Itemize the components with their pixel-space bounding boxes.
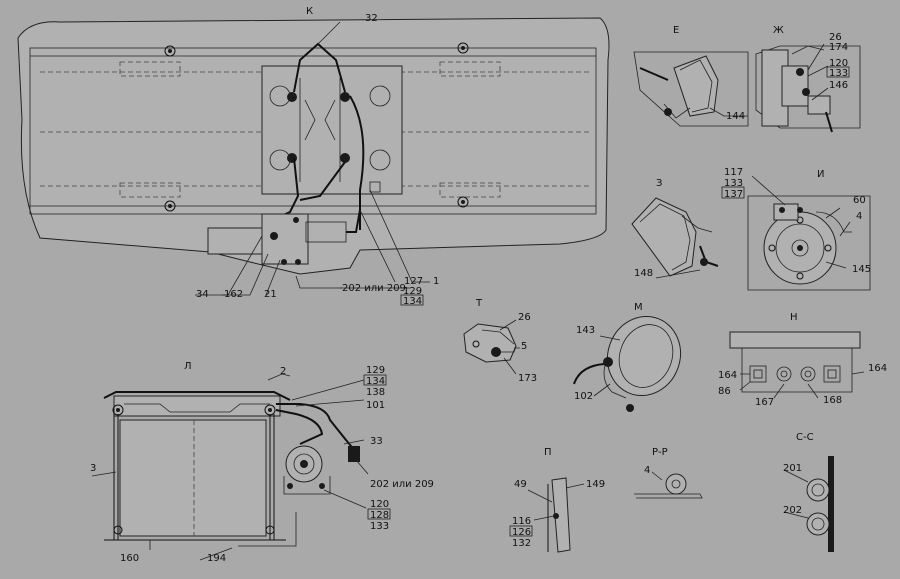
view-zh [755,43,861,133]
callout-t-26: 26 [518,312,531,323]
callout-m-102: 102 [574,391,593,402]
callout-k-127: 127 [404,276,423,287]
view-m [573,315,681,412]
view-e [633,51,749,127]
callout-n-167: 167 [755,397,774,408]
callout-n-164a: 164 [718,370,737,381]
callout-p-126: 126 [512,527,531,538]
callout-l-128: 128 [370,510,389,521]
callout-l-2: 2 [280,366,286,377]
callout-m-143: 143 [576,325,595,336]
callout-k-162: 162 [224,289,243,300]
view-z [631,197,719,279]
callout-k-129: 129 [403,286,422,297]
view-title-p: П [544,447,552,458]
callout-i-117: 117 [724,167,743,178]
view-title-k: К [306,6,313,17]
callout-l-202-209: 202 или 209 [370,479,434,490]
callout-l-129: 129 [366,365,385,376]
callout-zh-146: 146 [829,80,848,91]
callout-k-1: 1 [433,276,439,287]
callout-ss-202: 202 [783,505,802,516]
view-title-i: И [817,169,824,180]
callout-p-116: 116 [512,516,531,527]
callout-k-32: 32 [365,13,378,24]
callout-l-194: 194 [207,553,226,564]
view-title-zh: Ж [773,25,784,36]
callout-zh-174: 174 [829,42,848,53]
callout-l-160: 160 [120,553,139,564]
callout-i-137: 137 [724,189,743,200]
view-l [91,373,369,561]
callout-k-21: 21 [264,289,277,300]
callout-l-3: 3 [90,463,96,474]
callout-rr-4: 4 [644,465,650,476]
callout-l-120: 120 [370,499,389,510]
callout-t-5: 5 [521,341,527,352]
callout-p-149: 149 [586,479,605,490]
callout-z-148: 148 [634,268,653,279]
callout-l-133: 133 [370,521,389,532]
view-title-e: Е [673,25,679,36]
callout-n-168: 168 [823,395,842,406]
callout-p-132: 132 [512,538,531,549]
callout-ss-201: 201 [783,463,802,474]
view-title-rr: Р-Р [652,447,668,458]
callout-l-33: 33 [370,436,383,447]
callout-i-145: 145 [852,264,871,275]
callout-e-144: 144 [726,111,745,122]
callout-i-60: 60 [853,195,866,206]
view-title-n: Н [790,312,798,323]
callout-l-138: 138 [366,387,385,398]
view-t [463,319,520,375]
callout-k-34: 34 [196,289,209,300]
callout-zh-133: 133 [829,68,848,79]
callout-zh-26: 26 [829,32,842,43]
view-title-ss: С-С [796,432,814,443]
callout-p-49: 49 [514,479,527,490]
callout-i-133: 133 [724,178,743,189]
callout-n-164b: 164 [868,363,887,374]
view-ss [783,456,834,552]
callout-k-202-209: 202 или 209 [342,283,406,294]
view-n [729,331,865,399]
callout-l-101: 101 [366,400,385,411]
view-i [747,175,871,291]
view-title-z: З [656,178,662,189]
callout-n-86: 86 [718,386,731,397]
view-title-l: Л [184,361,192,372]
callout-zh-120: 120 [829,58,848,69]
callout-l-134: 134 [366,376,385,387]
view-title-t: Т [475,298,483,309]
callout-k-134: 134 [403,296,422,307]
callout-t-173: 173 [518,373,537,384]
callout-i-4: 4 [856,211,862,222]
view-rr [634,471,703,499]
view-title-m: М [634,302,643,313]
view-p [527,477,585,553]
view-k [17,17,610,296]
